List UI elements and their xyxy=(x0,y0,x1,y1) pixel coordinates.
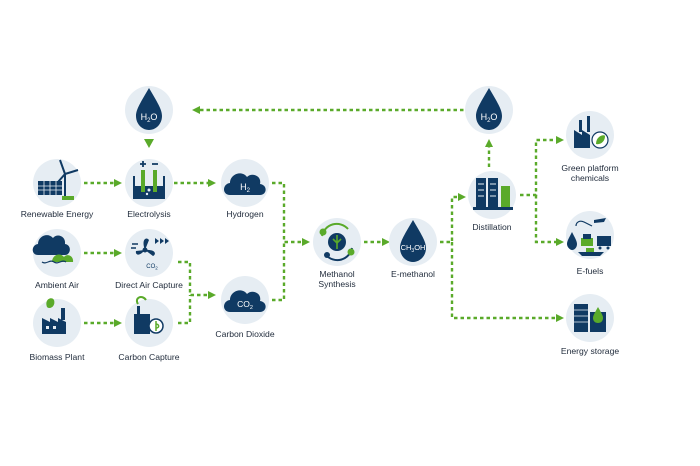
arrow-emethanol-to-storage xyxy=(450,242,564,322)
arrow-distillation-to-chemicals xyxy=(520,136,564,197)
storage-tank-icon xyxy=(574,304,606,332)
arrow-distillation-to-efuels xyxy=(534,195,564,246)
carbon-capture-icon xyxy=(134,296,164,334)
green-chemicals-label-line1: Green platform xyxy=(561,163,619,173)
green-chemicals-label-line2: chemicals xyxy=(570,173,610,183)
renewable-energy-label: Renewable Energy xyxy=(20,209,94,219)
direct-air-capture-label: Direct Air Capture xyxy=(115,280,183,290)
transport-icon xyxy=(567,218,611,256)
arrow-hydrogen-to-synthesis xyxy=(272,181,310,246)
ambient-air-label: Ambient Air xyxy=(35,280,79,290)
electrolysis-icon xyxy=(133,161,165,199)
water-right-formula: H2O xyxy=(481,112,498,124)
solar-wind-icon xyxy=(38,159,79,200)
biomass-plant-label: Biomass Plant xyxy=(29,352,85,362)
arrow-co2-to-synthesis xyxy=(272,242,286,302)
fan-icon: CO2 xyxy=(131,238,169,271)
methanol-formula: CH3OH xyxy=(401,243,426,254)
arrow-dac-to-co2 xyxy=(178,260,216,299)
energy-storage-label: Energy storage xyxy=(560,346,620,356)
carbon-dioxide-label: Carbon Dioxide xyxy=(215,329,275,339)
methanol-synthesis-label-line1: Methanol xyxy=(319,269,355,279)
water-left-formula: H2O xyxy=(141,112,158,124)
biomass-factory-icon xyxy=(42,298,66,334)
green-factory-icon xyxy=(574,116,609,149)
carbon-capture-label: Carbon Capture xyxy=(118,352,180,362)
methanol-drop-icon: CH3OH xyxy=(400,220,426,262)
electrolysis-label: Electrolysis xyxy=(127,209,171,219)
arrow-emethanol-to-distillation xyxy=(440,193,466,244)
arrow-water-to-electrolysis xyxy=(144,139,154,148)
hydrogen-cloud-icon: H2 xyxy=(224,173,266,195)
e-methanol-label: E-methanol xyxy=(391,269,435,279)
co2-cloud-formula: CO2 xyxy=(237,299,253,311)
distillation-label: Distillation xyxy=(472,222,512,232)
water-drop-icon: H2O xyxy=(136,88,162,130)
arrow-capture-to-co2 xyxy=(178,295,192,325)
synthesis-cycle-icon xyxy=(319,222,355,262)
methanol-synthesis-label-line2: Synthesis xyxy=(318,279,356,289)
water-drop-icon: H2O xyxy=(476,88,502,130)
co2-cloud-icon: CO2 xyxy=(224,290,266,312)
hydrogen-formula: H2 xyxy=(240,182,251,194)
air-cloud-icon xyxy=(32,235,74,264)
hydrogen-label: Hydrogen xyxy=(226,209,264,219)
e-fuels-label: E-fuels xyxy=(576,266,604,276)
dac-formula: CO2 xyxy=(146,264,158,271)
distillation-column-icon xyxy=(473,178,513,210)
